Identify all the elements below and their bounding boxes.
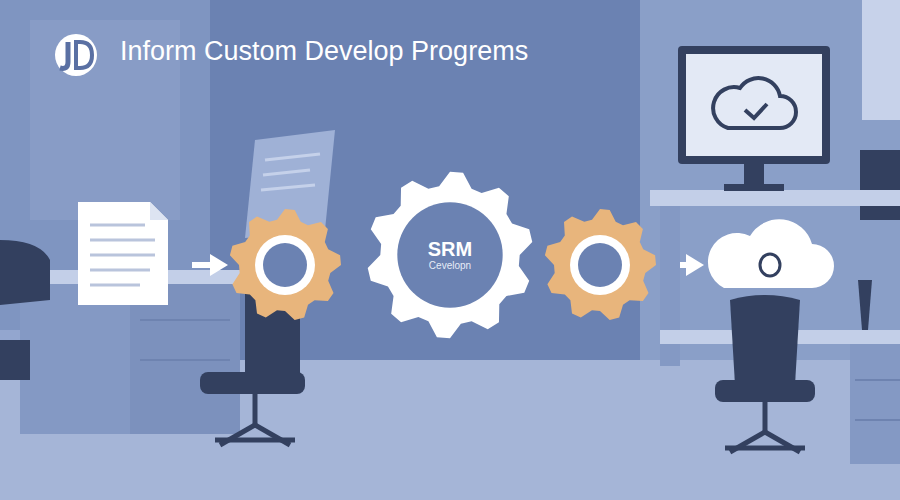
gear-sublabel: Cevelopn — [429, 260, 471, 272]
gear-label: SRM — [428, 238, 472, 260]
gear-icon — [545, 209, 656, 320]
page-title: Inform Custom Develop Progrems — [120, 36, 528, 67]
gear-node: SRMCevelopn — [365, 170, 535, 340]
gear-icon — [230, 209, 341, 320]
